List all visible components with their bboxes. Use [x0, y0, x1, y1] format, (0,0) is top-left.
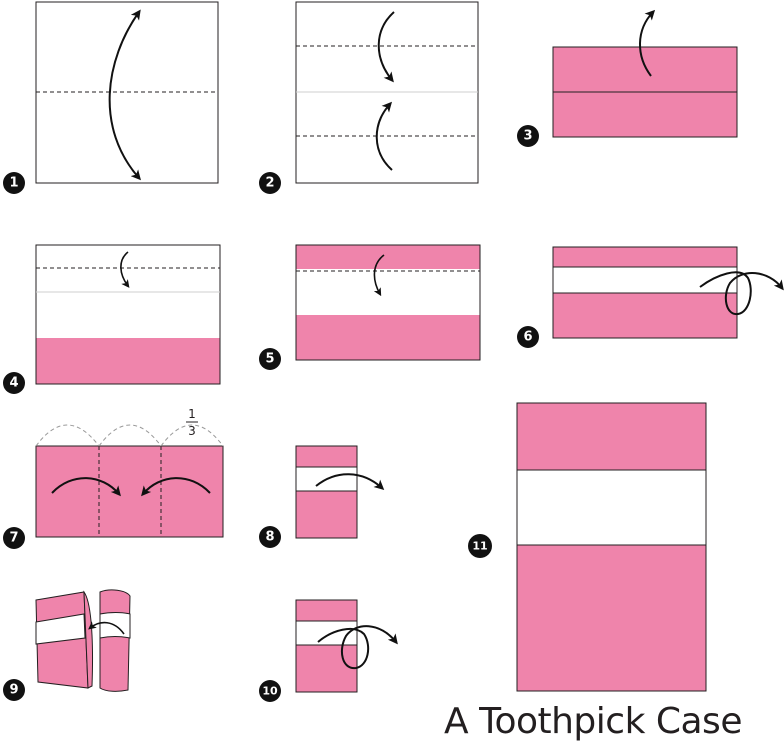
paper-outline [35, 244, 221, 385]
pink-bottom-flap [553, 293, 737, 338]
diagram-title: A Toothpick Case [444, 701, 742, 742]
pink-top-flap [296, 446, 357, 467]
step-number-badge: 8 [259, 526, 281, 548]
curved-arrow-icon [141, 477, 211, 497]
turn-over-loop-icon [699, 271, 784, 316]
curved-arrow-icon [375, 101, 393, 171]
step-1-diagram: 1 [3, 1, 219, 194]
step-number-badge: 3 [517, 125, 539, 147]
white-band-left [35, 613, 86, 645]
turn-over-loop-icon [317, 625, 398, 670]
fraction-numerator: 1 [188, 407, 196, 421]
step-9-diagram: 9 [3, 589, 131, 701]
fraction-denominator: 3 [188, 424, 196, 438]
step-number-badge: 11 [468, 534, 492, 558]
step-number: 8 [265, 530, 274, 545]
paper-outline [295, 445, 358, 539]
step-10-diagram: 10 [259, 599, 398, 702]
step-number: 6 [523, 330, 532, 345]
step-7-diagram: 1 3 7 [3, 407, 224, 549]
step-number: 5 [265, 352, 274, 367]
step-number: 9 [9, 683, 18, 698]
pink-bottom-section [517, 545, 706, 691]
step-4-diagram: 4 [3, 244, 221, 394]
step-number-badge: 4 [3, 372, 25, 394]
thirds-guide-arc [160, 424, 224, 447]
paper-white-face [296, 269, 480, 315]
step-number-badge: 2 [259, 172, 281, 194]
step-6-diagram: 6 [517, 246, 784, 348]
pink-top-flap [296, 245, 480, 269]
paper-outline [295, 599, 358, 693]
pink-top-section [517, 403, 706, 470]
pink-right-panel [99, 589, 131, 692]
step-number-badge: 10 [259, 680, 281, 702]
pink-center-pocket [83, 590, 94, 689]
step-5-diagram: 5 [259, 244, 481, 370]
step-2-diagram: 2 [259, 1, 479, 194]
white-band [517, 470, 706, 545]
step-number-badge: 1 [3, 172, 25, 194]
step-number-badge: 7 [3, 527, 25, 549]
step-number-badge: 5 [259, 348, 281, 370]
pink-top-flap [553, 247, 737, 267]
step-number: 11 [472, 540, 487, 553]
pink-bottom-flap [296, 645, 357, 692]
step-number: 3 [523, 129, 532, 144]
paper-white-face [296, 621, 357, 645]
one-third-fraction: 1 3 [186, 407, 198, 438]
curved-arrow-icon [88, 621, 125, 635]
step-number: 7 [9, 531, 18, 546]
step-number-badge: 9 [3, 679, 25, 701]
step-number: 4 [9, 376, 18, 391]
curved-arrow-icon [377, 11, 395, 83]
pink-bottom-flap [296, 491, 357, 538]
finished-case-outline [516, 402, 707, 692]
step-11-diagram: 11 [468, 402, 707, 692]
curved-arrow-icon [108, 9, 141, 181]
pink-flap [36, 338, 220, 384]
curved-arrow-icon [639, 9, 656, 77]
paper-outline [295, 244, 481, 361]
pink-bottom-flap [296, 315, 480, 360]
pink-top-flap [296, 600, 357, 621]
pink-folded-paper [35, 445, 224, 538]
curved-arrow-icon [51, 477, 121, 497]
curved-arrow-icon [373, 254, 385, 297]
paper-white-face [553, 267, 737, 293]
step-number: 10 [262, 685, 278, 698]
thirds-guide-arc [98, 424, 162, 447]
step-3-diagram: 3 [517, 9, 738, 147]
step-number: 1 [9, 176, 18, 191]
thirds-guide-arc [35, 424, 100, 447]
step-8-diagram: 8 [259, 445, 385, 548]
step-number-badge: 6 [517, 326, 539, 348]
step-number: 2 [265, 176, 274, 191]
curved-arrow-icon [120, 251, 130, 288]
curved-arrow-icon [315, 473, 385, 491]
